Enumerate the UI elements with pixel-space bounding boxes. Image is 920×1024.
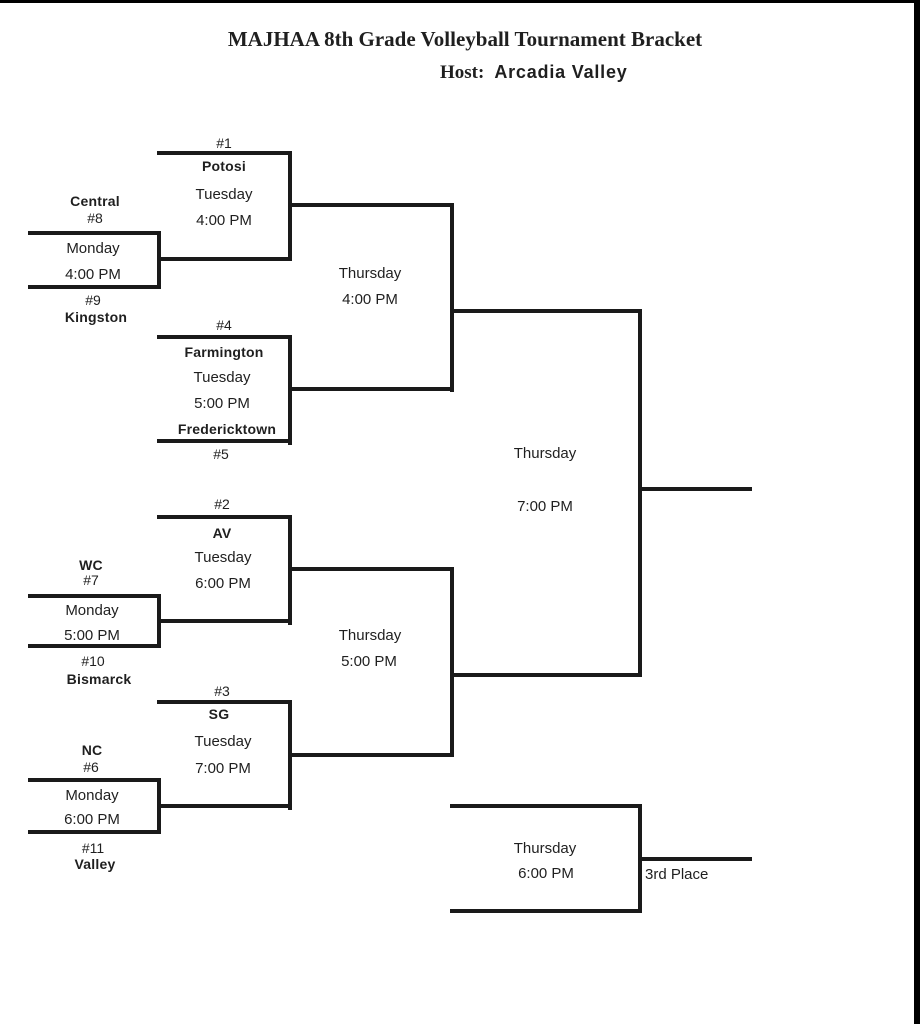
semifinal2-day: Thursday: [338, 627, 402, 644]
host-label: Host:: [440, 62, 485, 83]
game1-day: Tuesday: [195, 186, 253, 203]
game4-top-seed: #4: [216, 317, 232, 333]
line-final-winner: [638, 487, 752, 491]
line-game1-top: [157, 151, 292, 155]
line-playin89-right: [157, 231, 161, 289]
game3-seed: #3: [214, 683, 230, 699]
game2-day: Tuesday: [194, 549, 252, 566]
line-semifinal1-winner: [450, 309, 642, 313]
playin710-bottom-team: Bismarck: [66, 671, 132, 687]
semifinal1-time: 4:00 PM: [342, 291, 398, 308]
line-playin611-bottom: [28, 830, 161, 834]
host-name: Arcadia Valley: [494, 62, 628, 82]
game3-time: 7:00 PM: [195, 760, 251, 777]
game4-bottom-team: Fredericktown: [177, 421, 277, 437]
line-semifinal2-winner: [450, 673, 642, 677]
game4-top-team: Farmington: [184, 344, 264, 360]
game2-time: 6:00 PM: [195, 575, 251, 592]
game2-team: AV: [212, 525, 232, 541]
line-game2-winner: [288, 567, 454, 571]
line-thirdplace-top: [450, 804, 642, 808]
playin611-day: Monday: [65, 787, 119, 804]
line-game3-top: [157, 700, 292, 704]
line-game4-top: [157, 335, 292, 339]
line-playin710-top: [28, 594, 161, 598]
scan-border-right: [914, 0, 920, 1024]
playin611-time: 6:00 PM: [64, 811, 120, 828]
semifinal1-day: Thursday: [338, 265, 402, 282]
thirdplace-day: Thursday: [513, 840, 577, 857]
game4-time: 5:00 PM: [194, 395, 250, 412]
playin611-bottom-team: Valley: [74, 856, 116, 872]
thirdplace-time: 6:00 PM: [518, 865, 574, 882]
thirdplace-label: 3rd Place: [645, 866, 709, 883]
line-playin89-top: [28, 231, 161, 235]
line-playin611-top: [28, 778, 161, 782]
playin89-bottom-seed: #9: [85, 292, 101, 308]
game1-seed: #1: [216, 135, 232, 151]
line-game2-bottom: [157, 619, 292, 623]
line-semifinal1-vertical: [450, 203, 454, 392]
scan-border-top: [0, 0, 920, 3]
page-title: MAJHAA 8th Grade Volleyball Tournament B…: [227, 27, 703, 51]
line-playin611-right: [157, 778, 161, 834]
line-final-vertical: [638, 309, 642, 677]
final-day: Thursday: [513, 445, 577, 462]
line-playin89-bottom: [28, 285, 161, 289]
line-game3-bottom: [157, 804, 292, 808]
playin89-day: Monday: [66, 240, 120, 257]
playin710-top-team: WC: [79, 557, 103, 573]
host-row: Host: Arcadia Valley: [440, 62, 628, 84]
game2-seed: #2: [214, 496, 230, 512]
line-game1-bottom: [157, 257, 292, 261]
game4-bottom-seed: #5: [213, 446, 229, 462]
line-playin710-bottom: [28, 644, 161, 648]
line-thirdplace-bottom: [450, 909, 642, 913]
line-playin710-right: [157, 594, 161, 648]
game1-time: 4:00 PM: [196, 212, 252, 229]
line-game4-bottom: [157, 439, 292, 443]
playin89-time: 4:00 PM: [65, 266, 121, 283]
line-thirdplace-winner: [638, 857, 752, 861]
semifinal2-time: 5:00 PM: [341, 653, 397, 670]
line-game1-winner: [288, 203, 454, 207]
playin89-top-seed: #8: [87, 210, 103, 226]
playin611-top-seed: #6: [83, 759, 99, 775]
playin611-bottom-seed: #11: [81, 840, 105, 856]
playin89-bottom-team: Kingston: [64, 309, 128, 325]
game4-day: Tuesday: [193, 369, 251, 386]
final-time: 7:00 PM: [517, 498, 573, 515]
game3-day: Tuesday: [194, 733, 252, 750]
playin611-top-team: NC: [81, 742, 103, 758]
playin710-bottom-seed: #10: [81, 653, 105, 669]
line-semifinal2-vertical: [450, 567, 454, 757]
playin89-top-team: Central: [70, 193, 120, 209]
line-game4-winner: [288, 387, 454, 391]
playin710-day: Monday: [65, 602, 119, 619]
line-game2-top: [157, 515, 292, 519]
playin710-top-seed: #7: [83, 572, 99, 588]
line-game3-winner: [288, 753, 454, 757]
game3-team: SG: [208, 706, 230, 722]
playin710-time: 5:00 PM: [64, 627, 120, 644]
game1-team: Potosi: [202, 158, 246, 174]
